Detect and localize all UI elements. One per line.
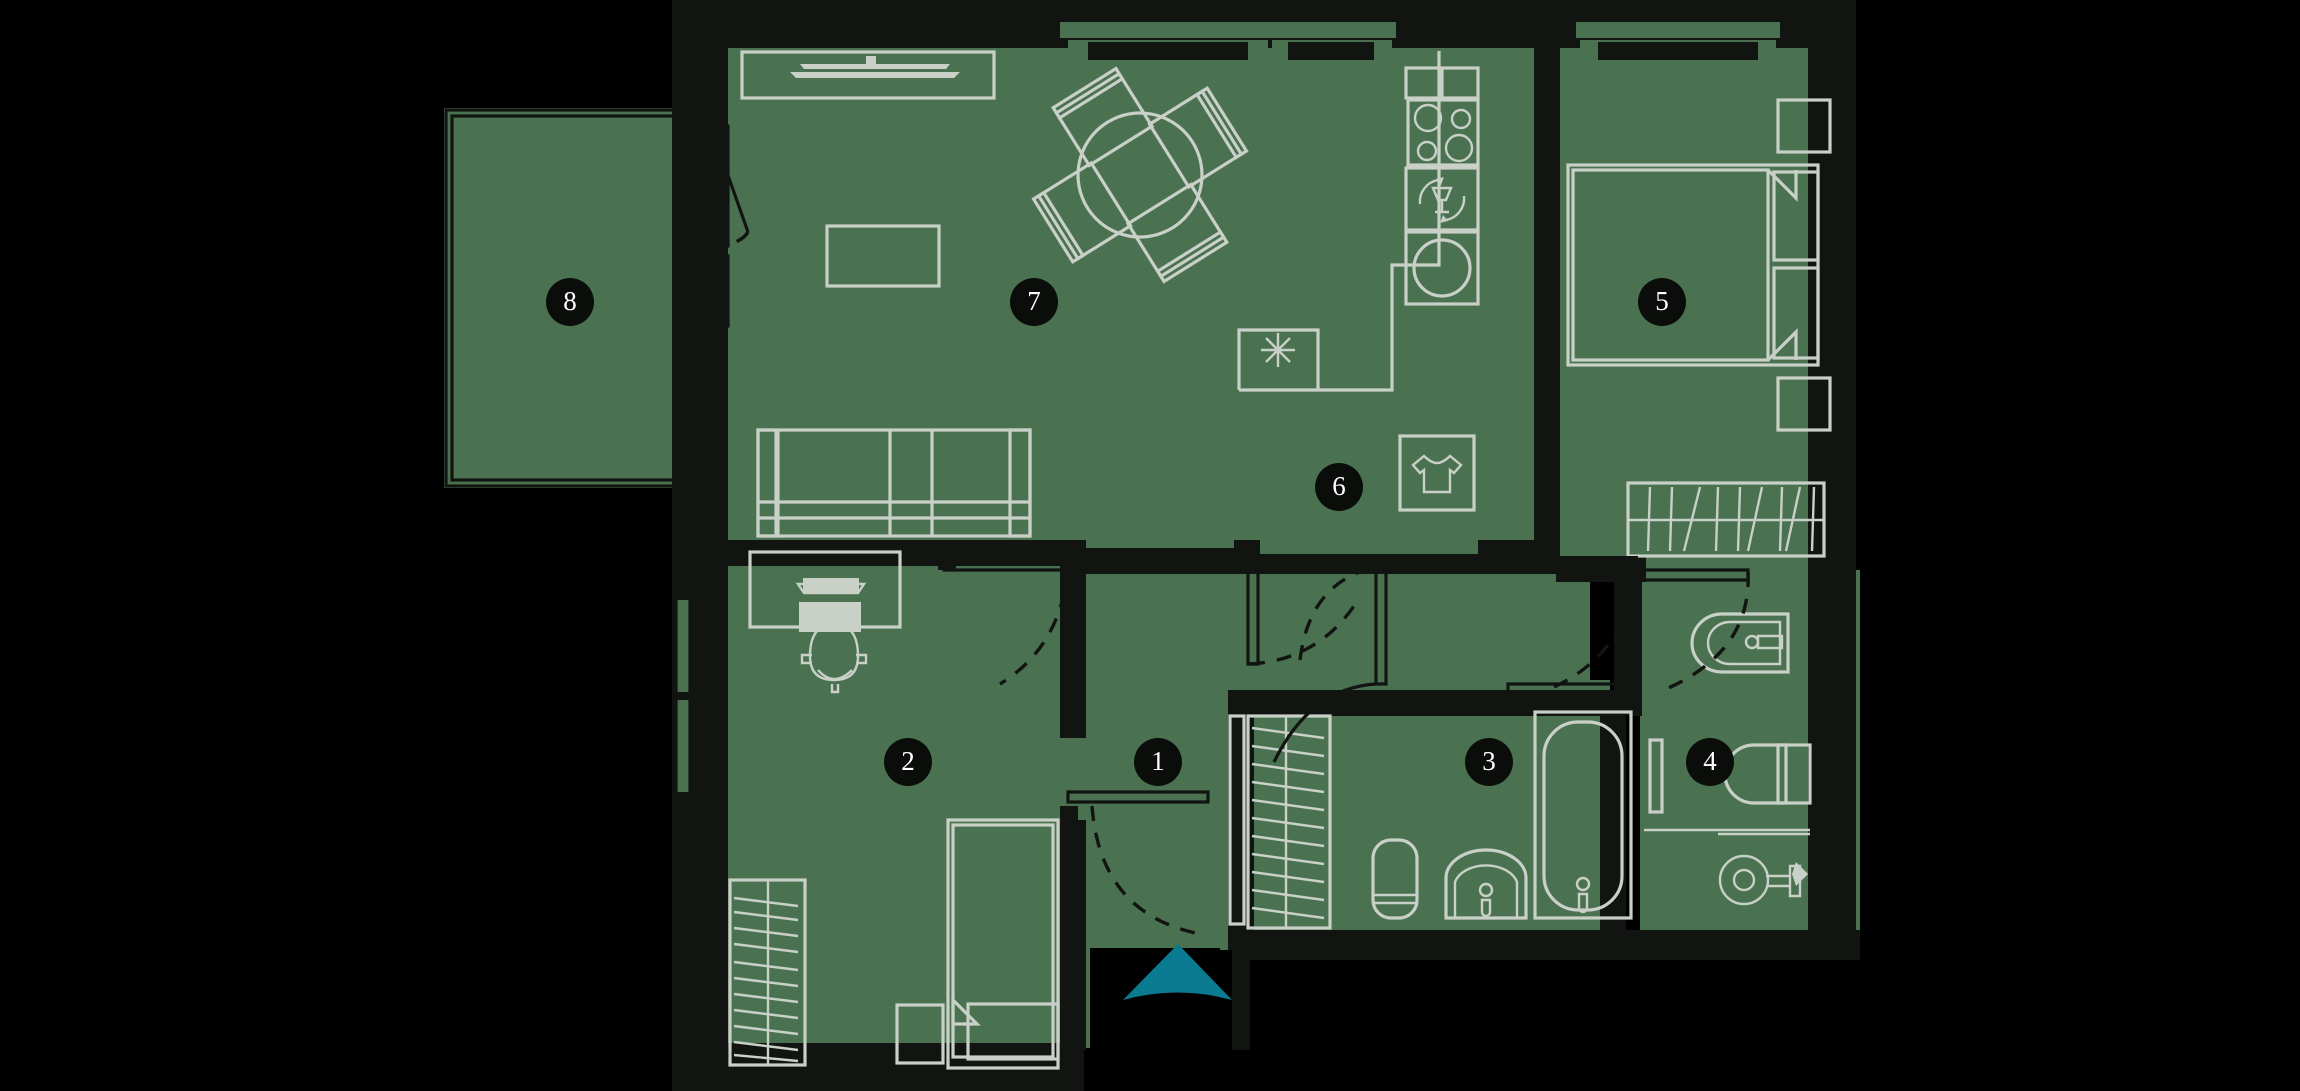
room-number-8: 8: [563, 285, 577, 316]
floor-repair: [728, 48, 1808, 1043]
room-number-6: 6: [1332, 470, 1346, 501]
window-left: [674, 596, 692, 796]
wardrobe-bedroom2: [728, 878, 807, 1067]
windows-top: [1060, 0, 1780, 92]
sofa: [756, 428, 1032, 538]
room-number-4: 4: [1703, 745, 1717, 776]
kitchen: [1237, 51, 1480, 392]
room-badge-6[interactable]: 6: [1315, 463, 1363, 511]
room-number-7: 7: [1027, 285, 1041, 316]
laundry-furniture: [1398, 434, 1476, 512]
bedroom2-furniture: [728, 550, 1060, 1070]
balcony: [444, 108, 750, 488]
dining-chairs: [1031, 66, 1249, 284]
wardrobe-bedroom5: [1626, 481, 1826, 558]
doors: [938, 552, 1750, 936]
refrigerator-icon: [1261, 333, 1295, 367]
room-badge-8[interactable]: 8: [546, 278, 594, 326]
office-chair: [795, 578, 868, 694]
bedroom5-furniture: [1566, 98, 1832, 558]
room-number-2: 2: [901, 745, 915, 776]
room-badge-3[interactable]: 3: [1465, 738, 1513, 786]
room-badge-4[interactable]: 4: [1686, 738, 1734, 786]
room-badge-2[interactable]: 2: [884, 738, 932, 786]
room-number-1: 1: [1151, 745, 1165, 776]
entrance-marker: [1123, 944, 1232, 1000]
room-badge-1[interactable]: 1: [1134, 738, 1182, 786]
dishwasher-icon: [1418, 177, 1466, 223]
hall-wardrobe: [1228, 714, 1332, 930]
room-badge-5[interactable]: 5: [1638, 278, 1686, 326]
room-number-3: 3: [1482, 745, 1496, 776]
room-number-5: 5: [1655, 285, 1669, 316]
room-badge-7[interactable]: 7: [1010, 278, 1058, 326]
living-dining-furniture: [740, 50, 1249, 538]
wc4-furniture: [1644, 612, 1812, 906]
